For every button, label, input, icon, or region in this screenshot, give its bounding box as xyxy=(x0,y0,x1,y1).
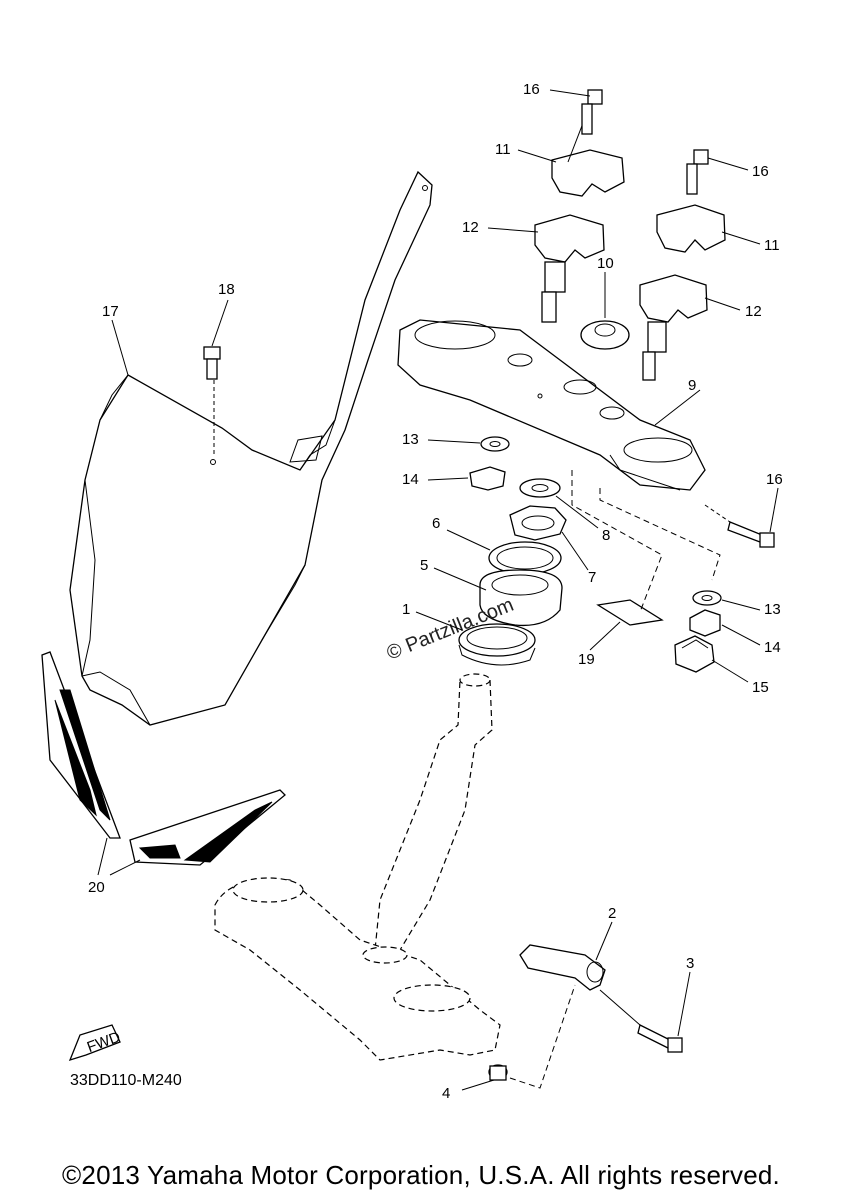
nut-14-b[interactable] xyxy=(689,609,721,637)
diagram-code: 33DD110-M240 xyxy=(70,1072,182,1089)
holder-right[interactable] xyxy=(639,204,726,381)
callout-3: 3 xyxy=(686,955,694,972)
callout-15: 15 xyxy=(752,679,769,696)
callout-13: 13 xyxy=(764,601,781,618)
bearing-1[interactable] xyxy=(458,623,536,666)
copyright-text: ©2013 Yamaha Motor Corporation, U.S.A. A… xyxy=(62,1160,780,1190)
callout-18: 18 xyxy=(218,281,235,298)
callout-2: 2 xyxy=(608,905,616,922)
callout-12: 12 xyxy=(745,303,762,320)
callout-4: 4 xyxy=(442,1085,450,1102)
bearing-5[interactable] xyxy=(479,569,563,627)
steering-stem[interactable] xyxy=(214,673,501,1061)
leader-lines xyxy=(97,89,779,1091)
collar-4[interactable] xyxy=(488,1064,508,1081)
callout-10: 10 xyxy=(597,255,614,272)
bolt-3[interactable] xyxy=(599,989,683,1053)
bolt-16-b[interactable] xyxy=(686,149,709,195)
upper-bracket[interactable] xyxy=(397,319,706,491)
callout-5: 5 xyxy=(420,557,428,574)
number-plate[interactable] xyxy=(69,170,433,726)
washer-13-b[interactable] xyxy=(692,590,722,606)
callout-20: 20 xyxy=(88,879,105,896)
callout-7: 7 xyxy=(588,569,596,586)
label-19[interactable] xyxy=(596,599,664,626)
washer-13-a[interactable] xyxy=(480,436,510,452)
callout-12: 12 xyxy=(462,219,479,236)
washer-8[interactable] xyxy=(519,478,561,498)
callout-6: 6 xyxy=(432,515,440,532)
clamp-2[interactable] xyxy=(519,944,606,991)
callout-9: 9 xyxy=(688,377,696,394)
callout-16: 16 xyxy=(766,471,783,488)
callout-19: 19 xyxy=(578,651,595,668)
decal-right[interactable] xyxy=(129,789,286,866)
callout-17: 17 xyxy=(102,303,119,320)
bolt-16-a[interactable] xyxy=(581,89,603,135)
holder-left[interactable] xyxy=(534,104,625,323)
nut-15[interactable] xyxy=(674,635,715,673)
ring-nut-7[interactable] xyxy=(509,505,567,541)
bolt-18[interactable] xyxy=(203,346,221,455)
fwd-arrow-icon: FWD xyxy=(68,1024,123,1062)
callout-13: 13 xyxy=(402,431,419,448)
callout-14: 14 xyxy=(402,471,419,488)
decal-left[interactable] xyxy=(41,651,121,839)
bolt-16-c[interactable] xyxy=(704,504,775,548)
steering-nut[interactable] xyxy=(580,320,630,350)
nut-14-a[interactable] xyxy=(469,466,506,491)
callout-14: 14 xyxy=(764,639,781,656)
seal-6[interactable] xyxy=(488,541,562,575)
callout-16: 16 xyxy=(523,81,540,98)
callout-16: 16 xyxy=(752,163,769,180)
callouts: 16 11 12 10 16 11 12 9 13 14 16 8 7 6 5 … xyxy=(88,81,783,1102)
callout-11: 11 xyxy=(495,141,511,158)
callout-8: 8 xyxy=(602,527,610,544)
callout-1: 1 xyxy=(402,601,410,618)
callout-11: 11 xyxy=(764,237,780,254)
